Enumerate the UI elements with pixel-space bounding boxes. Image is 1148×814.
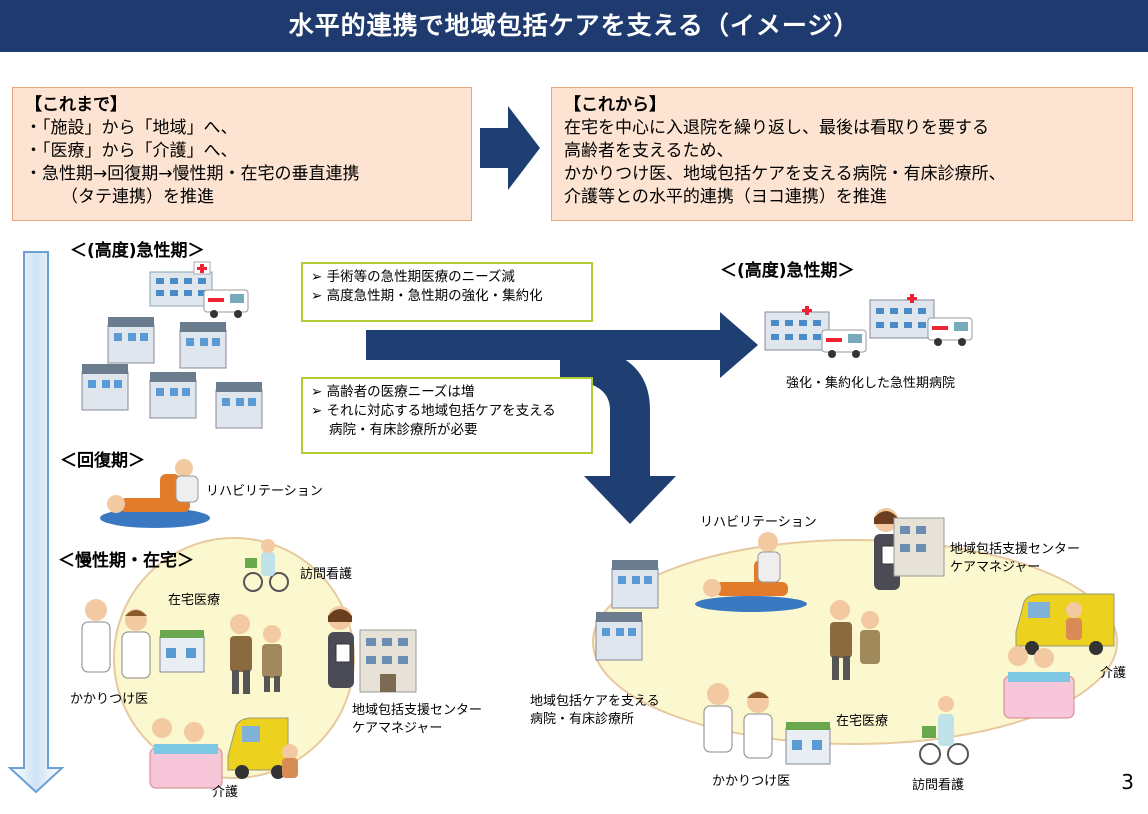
right-arrow: [480, 106, 540, 190]
elderly-couple-icon: [230, 614, 282, 694]
support-center-label: 地域包括支援センター: [352, 703, 483, 718]
before-line: ・急性期→回復期→慢性期・在宅の垂直連携: [25, 164, 360, 184]
support-center-label-right: 地域包括支援センター: [950, 542, 1081, 557]
left-acute-heading: ＜(高度)急性期＞: [70, 241, 205, 261]
page-title: 水平的連携で地域包括ケアを支える（イメージ）: [288, 11, 860, 40]
visit-nursing-label-right: 訪問看護: [912, 778, 965, 793]
care-manager-label-right: ケアマネジャー: [950, 560, 1041, 575]
doctor-pair-icon-right: [703, 683, 773, 759]
after-line: かかりつけ医、地域包括ケアを支える病院・有床診療所、: [564, 164, 1006, 184]
community-hospital-label: 地域包括ケアを支える: [530, 694, 660, 709]
note-box-acute: ➢ 手術等の急性期医療のニーズ減 ➢ 高度急性期・急性期の強化・集約化: [301, 262, 593, 322]
care-van-icon: [227, 717, 298, 779]
rehabilitation-illustration-right: [695, 532, 807, 612]
recovery-heading: ＜回復期＞: [60, 451, 145, 471]
after-line: 介護等との水平的連携（ヨコ連携）を推進: [564, 187, 887, 207]
title-bar: [0, 0, 1148, 52]
rehabilitation-illustration: [100, 459, 210, 528]
care-van-icon-right: [1015, 593, 1115, 655]
care-manager-icon: [328, 606, 354, 688]
after-line: 在宅を中心に入退院を繰り返し、最後は看取りを要する: [564, 118, 989, 138]
nurse-bicycle-icon-right: [919, 696, 969, 765]
before-line: ・「医療」から「介護」へ、: [25, 141, 238, 161]
rehab-label-right: リハビリテーション: [700, 515, 817, 530]
community-hospital-label-2: 病院・有床診療所: [530, 712, 635, 727]
after-line: 高齢者を支えるため、: [564, 141, 734, 161]
before-box: 【これまで】 ・「施設」から「地域」へ、 ・「医療」から「介護」へ、 ・急性期→…: [12, 87, 472, 221]
note-item: ➢ 高度急性期・急性期の強化・集約化: [311, 288, 543, 304]
clinic-icon-right: [785, 722, 831, 765]
note-item: ➢ 手術等の急性期医療のニーズ減: [311, 269, 515, 285]
acute-hospital-caption: 強化・集約化した急性期病院: [786, 376, 956, 391]
note-item: ➢ 高齢者の医療ニーズは増: [311, 384, 475, 400]
clinic-icon: [159, 630, 205, 673]
visit-nursing-label: 訪問看護: [300, 567, 353, 582]
support-center-building-icon: [359, 629, 417, 693]
hospital-icon: [149, 261, 213, 307]
bath-care-icon: [149, 718, 223, 789]
home-medical-label-right: 在宅医療: [836, 714, 889, 729]
page-number: 3: [1121, 770, 1134, 794]
care-label-right: 介護: [1100, 666, 1127, 681]
care-label: 介護: [212, 785, 239, 800]
before-line: ・「施設」から「地域」へ、: [25, 118, 238, 138]
chronic-heading: ＜慢性期・在宅＞: [58, 551, 194, 571]
family-doctor-label-right: かかりつけ医: [712, 774, 791, 789]
split-arrow: [366, 312, 758, 524]
vertical-arrow: [7, 251, 65, 794]
hospital-pair-icon: [764, 294, 973, 358]
bath-care-icon-right: [1003, 646, 1075, 719]
note-item: 病院・有床診療所が必要: [329, 422, 478, 438]
after-box: 【これから】 在宅を中心に入退院を繰り返し、最後は看取りを要する 高齢者を支える…: [551, 87, 1133, 221]
nurse-bicycle-icon: [243, 539, 289, 592]
note-box-elderly: ➢ 高齢者の医療ニーズは増 ➢ それに対応する地域包括ケアを支える 病院・有床診…: [301, 377, 593, 454]
home-medical-label: 在宅医療: [168, 593, 221, 608]
elderly-couple-icon-right: [830, 600, 880, 680]
community-hospital-buildings-icon: [595, 560, 659, 661]
building-cluster-icon: [81, 317, 263, 429]
support-center-building-icon-right: [893, 517, 945, 577]
doctor-pair-icon: [81, 599, 151, 679]
note-item: ➢ それに対応する地域包括ケアを支える: [311, 403, 556, 419]
before-line: （タテ連携）を推進: [61, 187, 214, 207]
right-acute-heading: ＜(高度)急性期＞: [720, 261, 855, 281]
care-manager-label: ケアマネジャー: [352, 721, 443, 736]
family-doctor-label: かかりつけ医: [70, 692, 149, 707]
after-heading: 【これから】: [564, 95, 666, 115]
rehab-label: リハビリテーション: [206, 484, 323, 499]
before-heading: 【これまで】: [25, 95, 127, 115]
ambulance-icon: [203, 289, 249, 318]
